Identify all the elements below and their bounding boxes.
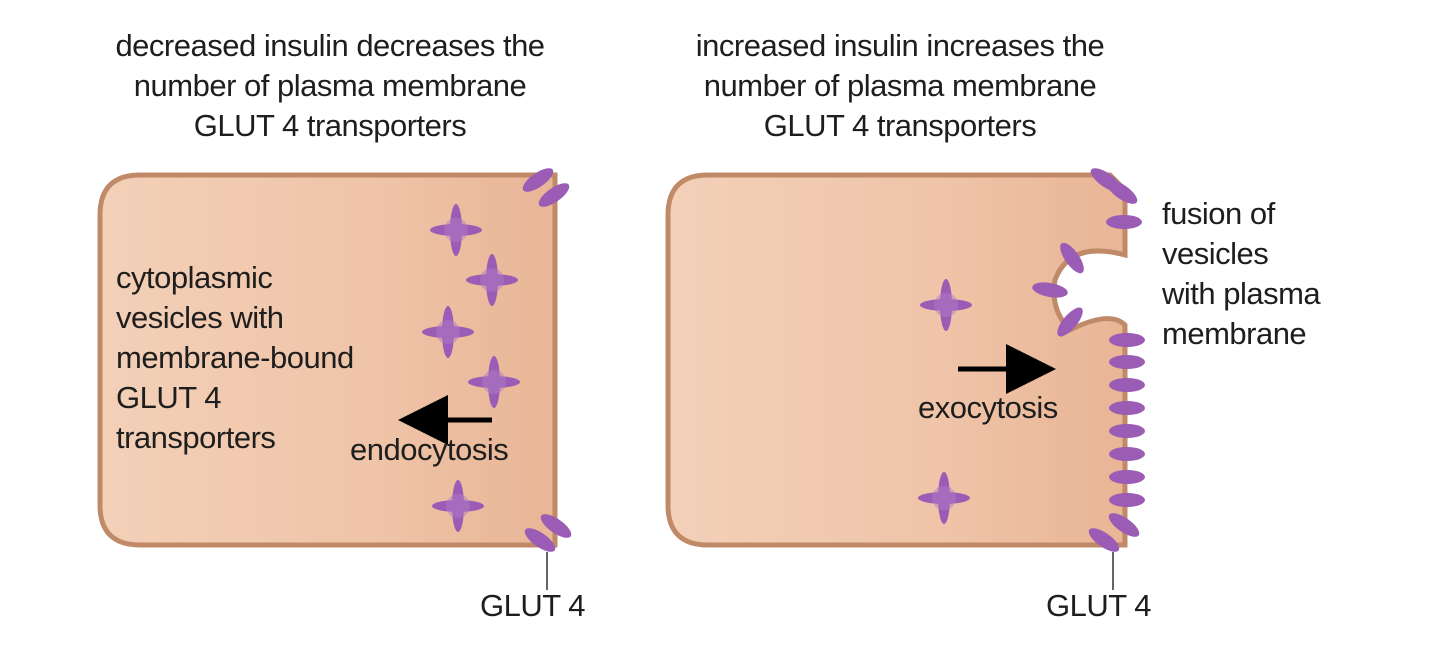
left-glut4-label: GLUT 4 xyxy=(480,588,585,623)
left-heading-line-2: number of plasma membrane xyxy=(133,68,527,103)
left-vesicle-label-line-4: GLUT 4 xyxy=(116,380,221,415)
exocytosis-label: exocytosis xyxy=(918,390,1058,425)
right-glut4-label: GLUT 4 xyxy=(1046,588,1151,623)
fusion-label-line-1: fusion of xyxy=(1162,196,1275,231)
fusion-label-line-2: vesicles xyxy=(1162,236,1269,271)
left-vesicle-label-line-1: cytoplasmic xyxy=(116,260,273,295)
right-heading-line-3: GLUT 4 transporters xyxy=(763,108,1037,143)
right-cell xyxy=(665,172,1128,548)
left-vesicle-label-line-2: vesicles with xyxy=(116,300,284,335)
fusion-label: fusion of vesicles with plasma membrane xyxy=(1162,194,1321,354)
right-heading-line-2: number of plasma membrane xyxy=(703,68,1097,103)
endocytosis-label: endocytosis xyxy=(350,432,509,467)
left-vesicle-label-line-5: transporters xyxy=(116,420,276,455)
right-heading: increased insulin increases the number o… xyxy=(610,26,1190,146)
left-heading-line-3: GLUT 4 transporters xyxy=(193,108,467,143)
right-heading-line-1: increased insulin increases the xyxy=(695,28,1105,63)
fusion-label-line-4: membrane xyxy=(1162,316,1307,351)
left-cell xyxy=(97,172,558,548)
left-heading: decreased insulin decreases the number o… xyxy=(40,26,620,146)
left-vesicle-label-line-3: membrane-bound xyxy=(116,340,354,375)
fusion-label-line-3: with plasma xyxy=(1162,276,1321,311)
left-heading-line-1: decreased insulin decreases the xyxy=(115,28,545,63)
left-vesicle-label: cytoplasmic vesicles with membrane-bound… xyxy=(116,258,354,458)
